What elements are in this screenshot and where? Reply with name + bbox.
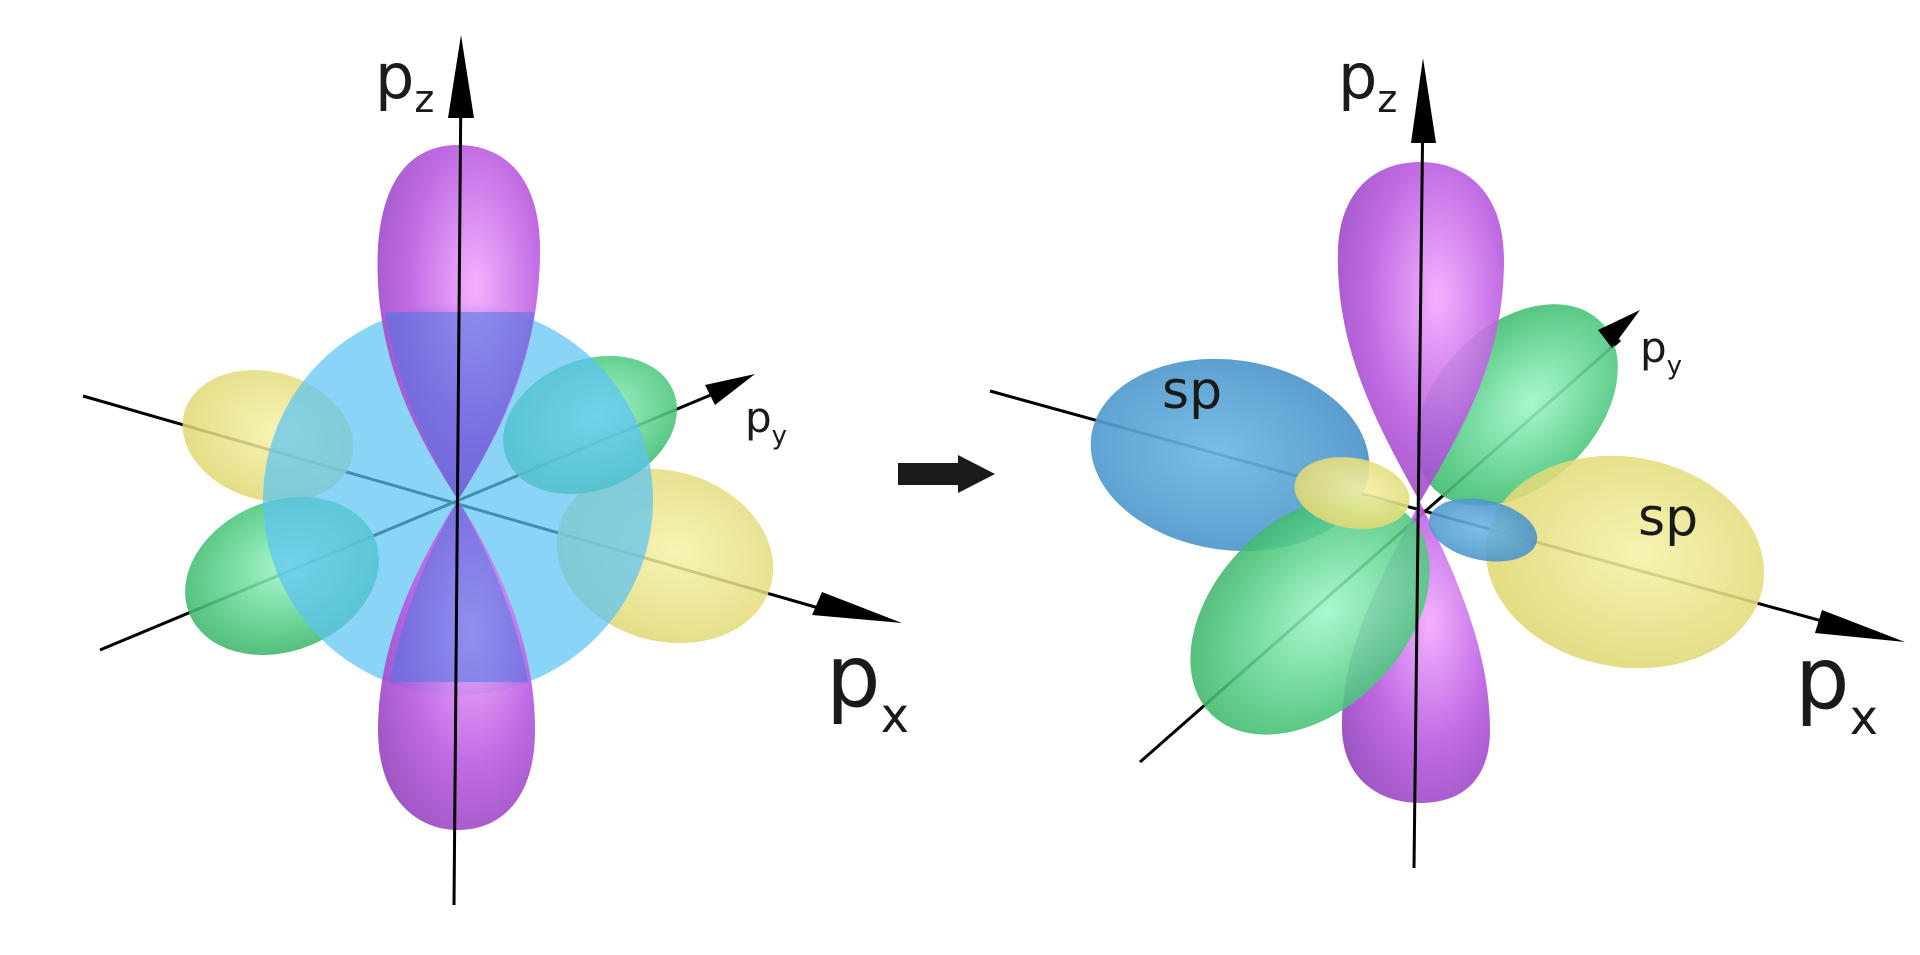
right-px-arrowhead	[1815, 610, 1905, 642]
transition-arrowhead	[958, 455, 995, 493]
left-panel: pz py px	[82, 35, 909, 906]
right-panel: pz py px sp sp	[989, 40, 1905, 869]
right-py-lobe-front	[1190, 495, 1430, 735]
right-sp-label-lower: sp	[1638, 488, 1698, 548]
right-py-arrowhead	[1598, 310, 1640, 348]
left-pz-sphere-overlap-lower	[390, 500, 528, 682]
left-px-label: px	[826, 627, 909, 744]
left-px-arrowhead	[812, 592, 902, 623]
left-py-label: py	[745, 393, 787, 451]
right-pz-arrowhead	[1411, 58, 1436, 143]
transition-arrow-shaft	[898, 463, 960, 485]
left-pz-label: pz	[375, 40, 434, 121]
right-sp-lobe-yellow	[1485, 455, 1765, 669]
left-py-arrow-knob	[709, 384, 723, 398]
left-pz-sphere-overlap	[385, 312, 535, 500]
right-pz-label: pz	[1338, 40, 1397, 121]
left-pz-arrowhead	[448, 35, 474, 118]
right-sp-lobe-large	[1090, 358, 1370, 552]
right-sp-small-lobe-yellow	[1294, 457, 1410, 529]
right-px-label: px	[1795, 629, 1878, 746]
right-py-label: py	[1640, 323, 1682, 381]
left-pz-axis-line	[452, 79, 463, 906]
right-sp-small-lobe-blue	[1428, 498, 1538, 562]
right-pz-axis-line	[1412, 99, 1425, 869]
right-sp-label-upper: sp	[1162, 361, 1222, 421]
transition-arrow	[898, 455, 995, 493]
